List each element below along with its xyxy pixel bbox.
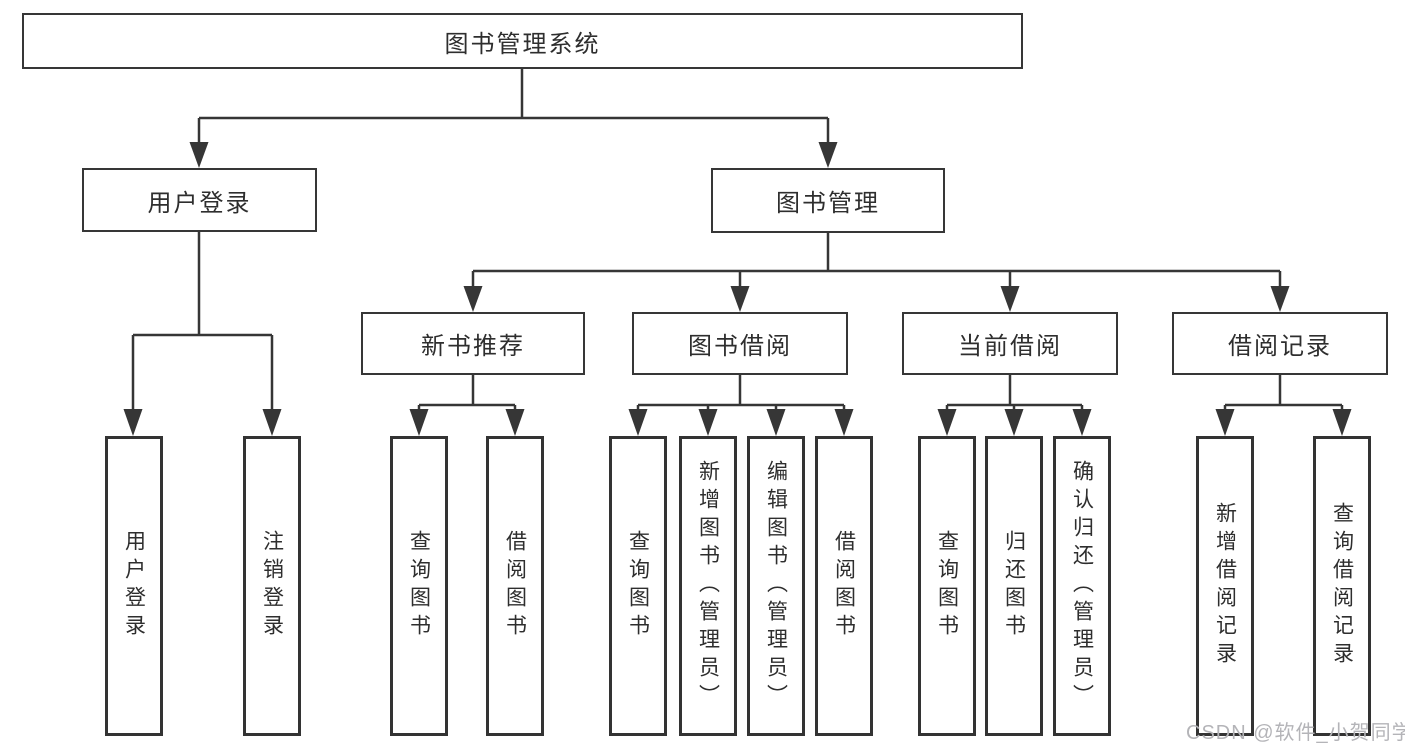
leaf-borrow-books-label: 借阅图书 (832, 530, 856, 642)
leaf-query-books-recommend-label: 查询图书 (407, 530, 431, 642)
node-new-book-recommend-label: 新书推荐 (421, 333, 525, 360)
leaf-add-borrow-record-label: 新增借阅记录 (1213, 502, 1237, 670)
node-new-book-recommend: 新书推荐 (361, 312, 585, 375)
leaf-query-books-borrow-label: 查询图书 (626, 530, 650, 642)
node-book-borrow-label: 图书借阅 (688, 333, 792, 360)
leaf-query-borrow-record: 查询借阅记录 (1313, 436, 1371, 736)
leaf-user-login: 用户登录 (105, 436, 163, 736)
leaf-edit-books-admin: 编辑图书（管理员） (747, 436, 805, 736)
leaf-return-books-label: 归还图书 (1002, 530, 1026, 642)
node-book-borrow: 图书借阅 (632, 312, 848, 375)
leaf-logout-label: 注销登录 (260, 530, 284, 642)
node-user-login: 用户登录 (82, 168, 317, 232)
node-current-borrow-label: 当前借阅 (958, 333, 1062, 360)
leaf-query-books-current: 查询图书 (918, 436, 976, 736)
node-borrow-records-label: 借阅记录 (1228, 333, 1332, 360)
node-user-login-label: 用户登录 (147, 189, 252, 217)
leaf-query-borrow-record-label: 查询借阅记录 (1330, 502, 1354, 670)
leaf-add-books-admin: 新增图书（管理员） (679, 436, 737, 736)
leaf-borrow-books-recommend: 借阅图书 (486, 436, 544, 736)
leaf-query-books-borrow: 查询图书 (609, 436, 667, 736)
leaf-borrow-books: 借阅图书 (815, 436, 873, 736)
node-current-borrow: 当前借阅 (902, 312, 1118, 375)
node-book-management: 图书管理 (711, 168, 945, 233)
node-borrow-records: 借阅记录 (1172, 312, 1388, 375)
arrowhead-icons (123, 142, 1352, 436)
leaf-add-books-admin-label: 新增图书（管理员） (696, 460, 720, 712)
leaf-edit-books-admin-label: 编辑图书（管理员） (764, 460, 788, 712)
watermark: CSDN @软件_小贺同学 (1186, 722, 1405, 744)
node-root-label: 图书管理系统 (444, 30, 601, 58)
leaf-logout: 注销登录 (243, 436, 301, 736)
leaf-return-books: 归还图书 (985, 436, 1043, 736)
leaf-confirm-return-admin-label: 确认归还（管理员） (1070, 460, 1094, 712)
node-root-library-system: 图书管理系统 (22, 13, 1023, 69)
leaf-user-login-label: 用户登录 (122, 530, 146, 642)
leaf-borrow-books-recommend-label: 借阅图书 (503, 530, 527, 642)
leaf-add-borrow-record: 新增借阅记录 (1196, 436, 1254, 736)
leaf-query-books-recommend: 查询图书 (390, 436, 448, 736)
node-book-management-label: 图书管理 (776, 190, 880, 217)
leaf-query-books-current-label: 查询图书 (935, 530, 959, 642)
leaf-confirm-return-admin: 确认归还（管理员） (1053, 436, 1111, 736)
